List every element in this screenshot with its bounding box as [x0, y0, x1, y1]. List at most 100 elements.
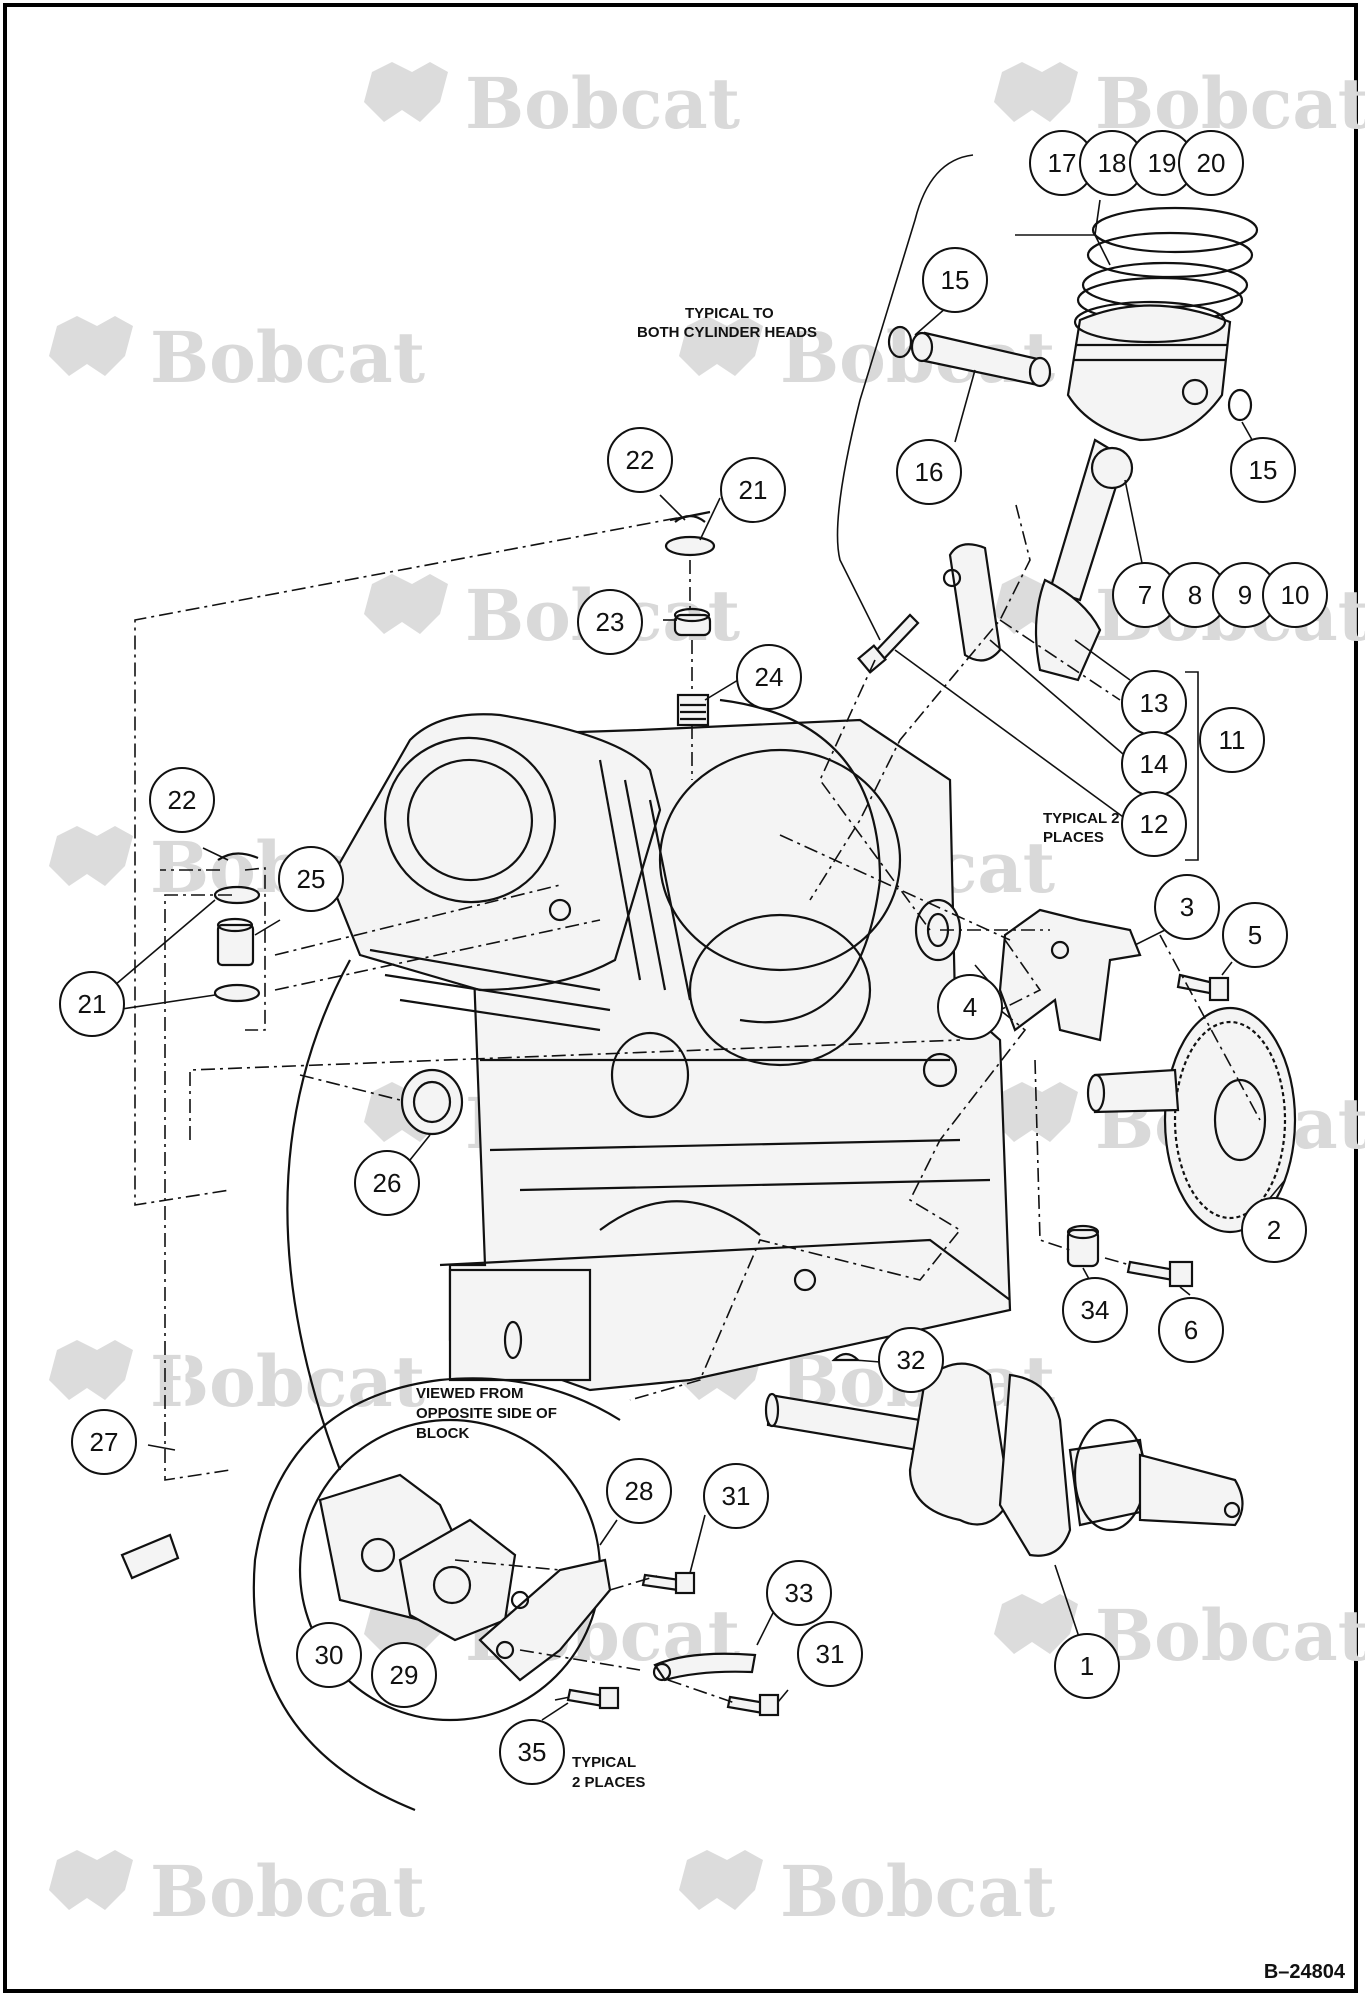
watermark: Bobcat: [49, 1340, 425, 1423]
svg-text:9: 9: [1238, 580, 1252, 610]
callout-34: 34: [1062, 1277, 1128, 1343]
callout-20: 20: [1178, 130, 1244, 196]
callout-15-upper: 15: [922, 247, 988, 313]
svg-text:20: 20: [1197, 148, 1226, 178]
svg-text:31: 31: [722, 1481, 751, 1511]
svg-text:2 PLACES: 2 PLACES: [572, 1774, 645, 1791]
rod-bolt: [857, 613, 920, 674]
callout-17: 17: [1029, 130, 1095, 196]
svg-text:PLACES: PLACES: [1043, 829, 1104, 846]
leader-lines: [114, 154, 1286, 1721]
svg-text:2: 2: [1267, 1215, 1281, 1245]
svg-text:18: 18: [1098, 148, 1127, 178]
callout-2: 2: [1241, 1197, 1307, 1263]
lock-pin-left: [217, 852, 259, 861]
svg-text:15: 15: [941, 265, 970, 295]
callout-32: 32: [878, 1327, 944, 1393]
circlip-right: [1227, 388, 1253, 422]
note-typical-2-places-lower: TYPICAL 2 PLACES: [572, 1754, 645, 1791]
svg-text:VIEWED FROM: VIEWED FROM: [416, 1385, 524, 1402]
oil-seal: [400, 1068, 464, 1136]
svg-text:31: 31: [816, 1639, 845, 1669]
circlip-left: [887, 325, 913, 359]
svg-text:7: 7: [1138, 580, 1152, 610]
svg-text:1: 1: [1080, 1651, 1094, 1681]
svg-text:30: 30: [315, 1640, 344, 1670]
svg-text:11: 11: [1219, 725, 1246, 755]
bolt-31-upper: [641, 1571, 696, 1595]
svg-text:Bobcat: Bobcat: [1095, 62, 1365, 145]
governor-assembly: [998, 908, 1142, 1042]
spacer: [1066, 1224, 1100, 1268]
callout-22-left: 22: [149, 767, 215, 833]
svg-text:10: 10: [1281, 580, 1310, 610]
svg-text:24: 24: [755, 662, 784, 692]
svg-text:15: 15: [1249, 455, 1278, 485]
inset-view: [252, 1377, 621, 1812]
callout-11: 11: [1199, 707, 1265, 773]
svg-text:Bobcat: Bobcat: [465, 62, 740, 145]
inset-pointer-line: [286, 959, 351, 1471]
callout-13: 13: [1121, 670, 1187, 736]
svg-text:3: 3: [1180, 892, 1194, 922]
watermark: Bobcat: [679, 1850, 1055, 1933]
watermark: Bobcat: [994, 1594, 1365, 1677]
guide-23: [673, 607, 712, 637]
callout-12: 12: [1121, 791, 1187, 857]
svg-text:Bobcat: Bobcat: [150, 1850, 425, 1933]
svg-text:Bobcat: Bobcat: [150, 1340, 425, 1423]
svg-text:26: 26: [373, 1168, 402, 1198]
callout-31-lower: 31: [797, 1621, 863, 1687]
alignment-lines: [134, 504, 1261, 1704]
callout-18: 18: [1079, 130, 1145, 196]
svg-text:21: 21: [78, 989, 107, 1019]
svg-text:TYPICAL TO: TYPICAL TO: [685, 305, 774, 322]
callout-14: 14: [1121, 731, 1187, 797]
svg-text:8: 8: [1188, 580, 1202, 610]
dipstick: [120, 1150, 186, 1580]
crankshaft: [764, 1362, 1244, 1557]
callout-30: 30: [296, 1622, 362, 1688]
callout-23: 23: [577, 589, 643, 655]
svg-text:12: 12: [1140, 809, 1169, 839]
svg-text:Bobcat: Bobcat: [150, 316, 425, 399]
watermark: Bobcat: [49, 316, 425, 399]
svg-text:29: 29: [390, 1660, 419, 1690]
callout-8: 8: [1162, 562, 1228, 628]
cam-gear: [1086, 1006, 1297, 1234]
svg-text:22: 22: [168, 785, 197, 815]
note-typical-2-places: TYPICAL 2 PLACES: [1043, 810, 1119, 846]
svg-text:5: 5: [1248, 920, 1262, 950]
svg-text:TYPICAL 2: TYPICAL 2: [1043, 810, 1119, 827]
svg-text:13: 13: [1140, 688, 1169, 718]
watermark: Bobcat: [994, 62, 1365, 145]
callout-22-upper: 22: [607, 427, 673, 493]
cylinder-head: [328, 713, 692, 1032]
callout-35: 35: [499, 1719, 565, 1785]
lever-33: [652, 1652, 757, 1682]
svg-text:35: 35: [518, 1737, 547, 1767]
bolt-31-lower: [726, 1693, 780, 1717]
plug-24: [676, 693, 710, 727]
callout-21-upper: 21: [720, 457, 786, 523]
lock-pin-upper: [669, 510, 711, 523]
callout-4: 4: [937, 974, 1003, 1040]
svg-text:Bobcat: Bobcat: [780, 1850, 1055, 1933]
guide-25: [216, 917, 255, 967]
svg-text:17: 17: [1048, 148, 1077, 178]
callout-27: 27: [71, 1409, 137, 1475]
note-typical-heads: TYPICAL TO BOTH CYLINDER HEADS: [637, 305, 817, 341]
svg-text:OPPOSITE SIDE OF: OPPOSITE SIDE OF: [416, 1405, 557, 1422]
svg-text:19: 19: [1148, 148, 1177, 178]
svg-text:4: 4: [963, 992, 977, 1022]
svg-text:16: 16: [915, 457, 944, 487]
callout-24: 24: [736, 644, 802, 710]
callout-5: 5: [1222, 902, 1288, 968]
svg-text:TYPICAL: TYPICAL: [572, 1754, 636, 1771]
svg-text:6: 6: [1184, 1315, 1198, 1345]
svg-text:22: 22: [626, 445, 655, 475]
bolt-5: [1176, 973, 1230, 1002]
svg-text:BLOCK: BLOCK: [416, 1425, 469, 1442]
callout-3: 3: [1154, 874, 1220, 940]
svg-text:Bobcat: Bobcat: [1095, 1594, 1365, 1677]
